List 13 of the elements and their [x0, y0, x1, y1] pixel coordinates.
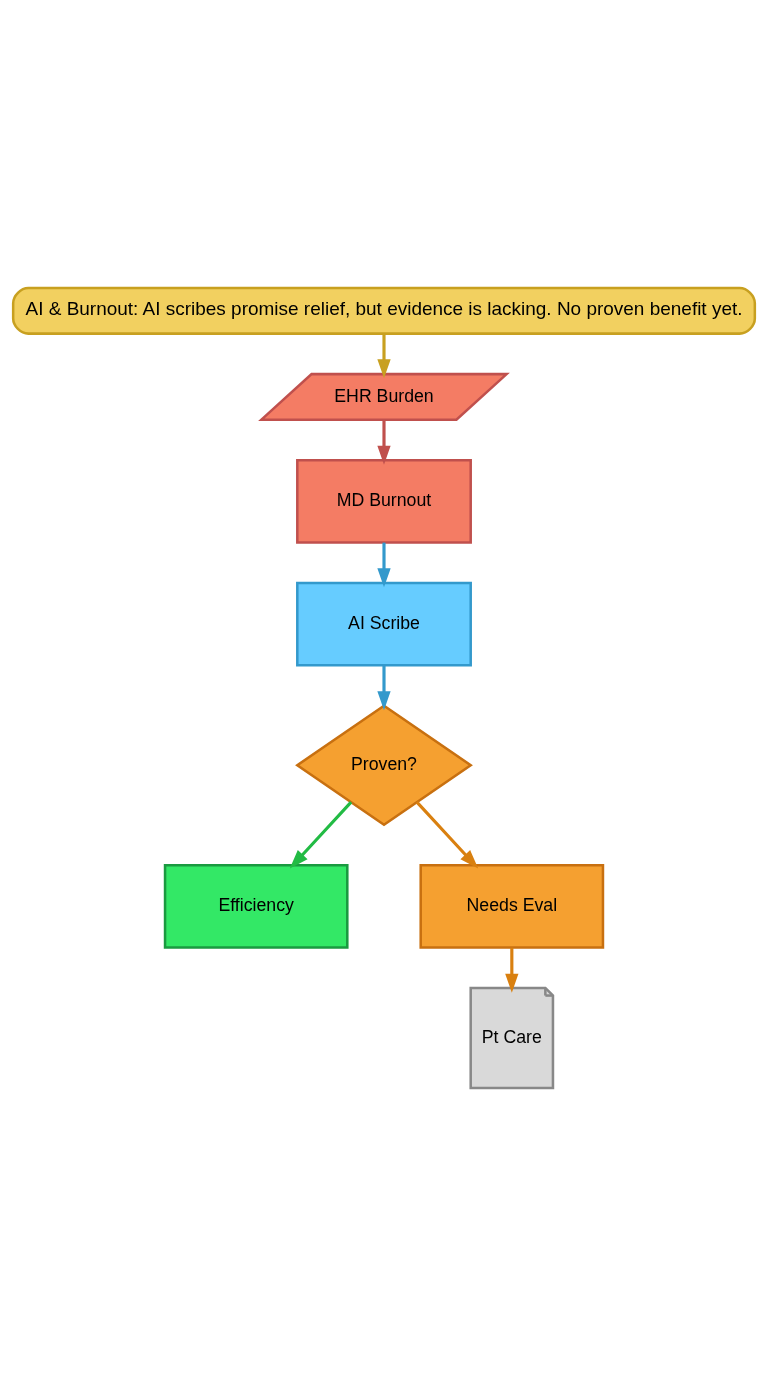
node-box: AI Scribe	[296, 581, 472, 667]
arrow	[377, 334, 391, 379]
node-box: MD Burnout	[296, 458, 472, 544]
arrow	[377, 542, 391, 588]
node-box: Efficiency	[163, 863, 349, 949]
node-box: Needs Eval	[419, 863, 605, 949]
arrow	[289, 801, 353, 869]
node-box: AI & Burnout: AI scribes promise relief, but evidence is lacking. No proven benefit yet.	[11, 286, 757, 335]
arrow	[505, 947, 519, 993]
arrow	[377, 665, 391, 711]
node-diamond: Proven?	[295, 704, 473, 827]
arrow	[415, 801, 479, 869]
arrow	[377, 419, 391, 465]
